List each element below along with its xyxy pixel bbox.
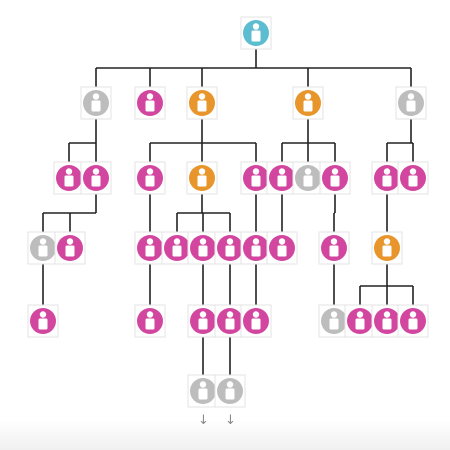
- person-node-g1a: [80, 86, 112, 120]
- person-node-g3h: [266, 231, 298, 265]
- person-icon: [406, 93, 416, 112]
- person-node-g3a: [27, 231, 59, 265]
- person-node-g3e: [187, 231, 219, 265]
- person-icon: [172, 238, 182, 257]
- person-icon: [198, 381, 208, 400]
- person-node-g4h: [371, 304, 403, 338]
- person-node-g3f: [214, 231, 246, 265]
- person-node-g3g: [240, 231, 272, 265]
- person-icon: [303, 168, 313, 187]
- person-node-g3j: [371, 231, 403, 265]
- person-icon: [251, 23, 261, 42]
- person-icon: [145, 93, 155, 112]
- person-node-g4e: [240, 304, 272, 338]
- person-icon: [38, 311, 48, 330]
- person-icon: [198, 311, 208, 330]
- person-node-g4i: [397, 304, 429, 338]
- person-icon: [197, 168, 207, 187]
- person-node-g5b: [214, 374, 246, 408]
- person-icon: [65, 238, 75, 257]
- person-icon: [303, 93, 313, 112]
- person-icon: [197, 93, 207, 112]
- person-node-g4c: [187, 304, 219, 338]
- person-node-g2d: [186, 161, 218, 195]
- person-icon: [38, 238, 48, 257]
- connector-lines: [42, 46, 414, 378]
- person-icon: [408, 168, 418, 187]
- person-icon: [198, 238, 208, 257]
- person-icon: [329, 238, 339, 257]
- person-node-g4f: [318, 304, 350, 338]
- person-node-g5a: [187, 374, 219, 408]
- person-node-g1e: [395, 86, 427, 120]
- person-node-root: [240, 16, 272, 50]
- person-node-g3d: [161, 231, 193, 265]
- person-node-g2f: [266, 161, 298, 195]
- person-node-g4d: [214, 304, 246, 338]
- person-icon: [277, 238, 287, 257]
- person-icon: [145, 311, 155, 330]
- person-icon: [251, 238, 261, 257]
- person-node-g4a: [27, 304, 59, 338]
- person-node-g3c: [134, 231, 166, 265]
- person-node-g2h: [319, 161, 351, 195]
- person-node-g4b: [134, 304, 166, 338]
- person-icon: [251, 168, 261, 187]
- person-node-g1d: [292, 86, 324, 120]
- person-icon: [329, 311, 339, 330]
- bottom-fade: [0, 420, 450, 450]
- person-node-g2g: [292, 161, 324, 195]
- person-icon: [225, 238, 235, 257]
- person-icon: [251, 311, 261, 330]
- person-icon: [355, 311, 365, 330]
- person-icon: [91, 93, 101, 112]
- continuation-arrow-icon: ↓: [225, 413, 236, 428]
- person-node-g3i: [318, 231, 350, 265]
- person-icon: [382, 311, 392, 330]
- person-icon: [382, 238, 392, 257]
- person-icon: [145, 238, 155, 257]
- person-node-g1c: [186, 86, 218, 120]
- person-icon: [145, 168, 155, 187]
- person-icon: [382, 168, 392, 187]
- person-node-g2b: [80, 161, 112, 195]
- person-node-g2j: [397, 161, 429, 195]
- person-icon: [225, 381, 235, 400]
- person-icon: [64, 168, 74, 187]
- continuation-arrow-icon: ↓: [198, 413, 209, 428]
- person-node-g3b: [54, 231, 86, 265]
- person-node-g2c: [134, 161, 166, 195]
- person-node-g2a: [53, 161, 85, 195]
- person-icon: [408, 311, 418, 330]
- person-node-g4g: [344, 304, 376, 338]
- person-icon: [91, 168, 101, 187]
- person-icon: [330, 168, 340, 187]
- person-icon: [277, 168, 287, 187]
- person-node-g1b: [134, 86, 166, 120]
- person-icon: [225, 311, 235, 330]
